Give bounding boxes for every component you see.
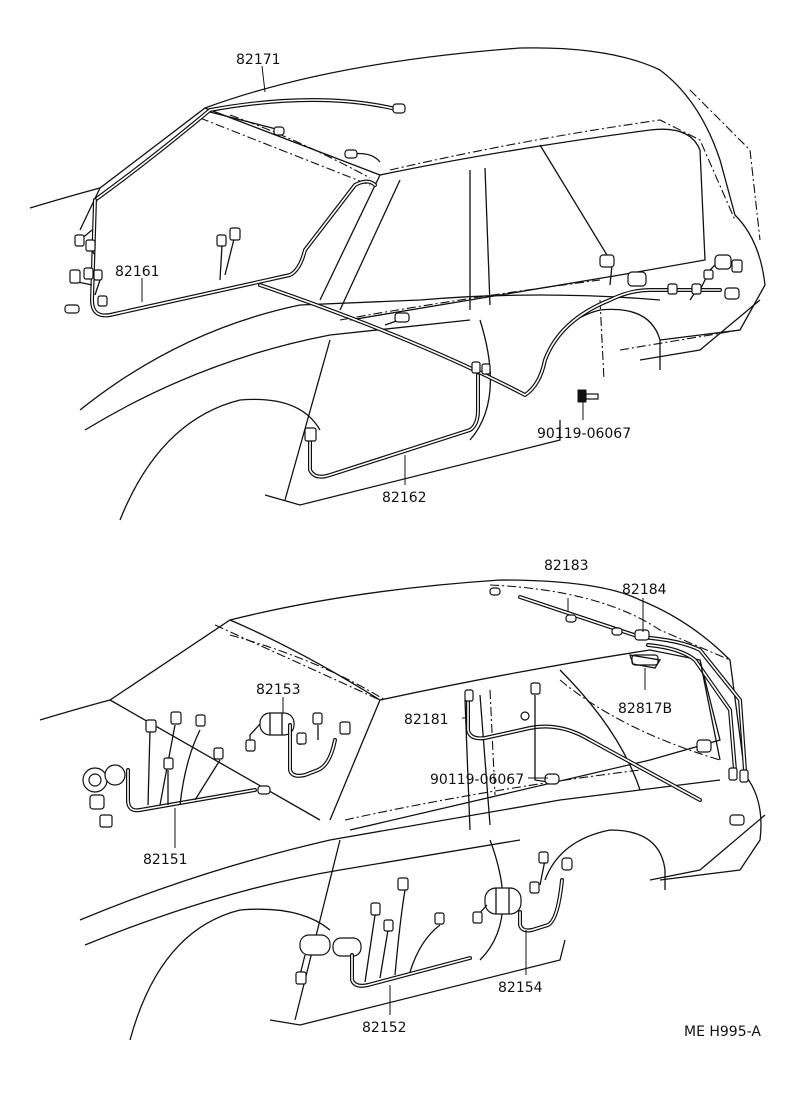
harness-82161-instrument — [64, 179, 377, 318]
harness-82152-floor-rear — [295, 877, 472, 988]
harness-82183-roof-rear — [489, 587, 642, 639]
label-82154: 82154 — [498, 980, 543, 996]
harness-82184-back-door — [631, 629, 749, 826]
part-labels: 82171 82161 82162 90119-06067 82183 8218… — [115, 52, 761, 1040]
label-82171: 82171 — [236, 52, 281, 68]
harness-82181-quarter — [464, 682, 702, 802]
harness-82151-front — [82, 711, 271, 828]
harness-82153-center — [245, 712, 351, 778]
label-82162: 82162 — [382, 490, 427, 506]
leader-lines — [141, 65, 644, 1015]
label-82817b: 82817B — [618, 701, 672, 717]
top-car-body — [29, 47, 766, 521]
label-82184: 82184 — [622, 582, 667, 598]
bolt-top — [577, 389, 599, 420]
label-82181: 82181 — [404, 712, 449, 728]
label-90119-bottom: 90119-06067 — [430, 772, 524, 788]
clip-82817b — [629, 654, 662, 690]
label-82151: 82151 — [143, 852, 188, 868]
label-82152: 82152 — [362, 1020, 407, 1036]
label-82161: 82161 — [115, 264, 160, 280]
label-90119-top: 90119-06067 — [537, 426, 631, 442]
harness-82171-roof — [93, 98, 406, 202]
harness-82154-quarter-lower — [472, 851, 573, 933]
label-82153: 82153 — [256, 682, 301, 698]
figure-code: ME H995-A — [684, 1024, 761, 1040]
label-82183: 82183 — [544, 558, 589, 574]
harness-82162-floor — [258, 254, 743, 479]
